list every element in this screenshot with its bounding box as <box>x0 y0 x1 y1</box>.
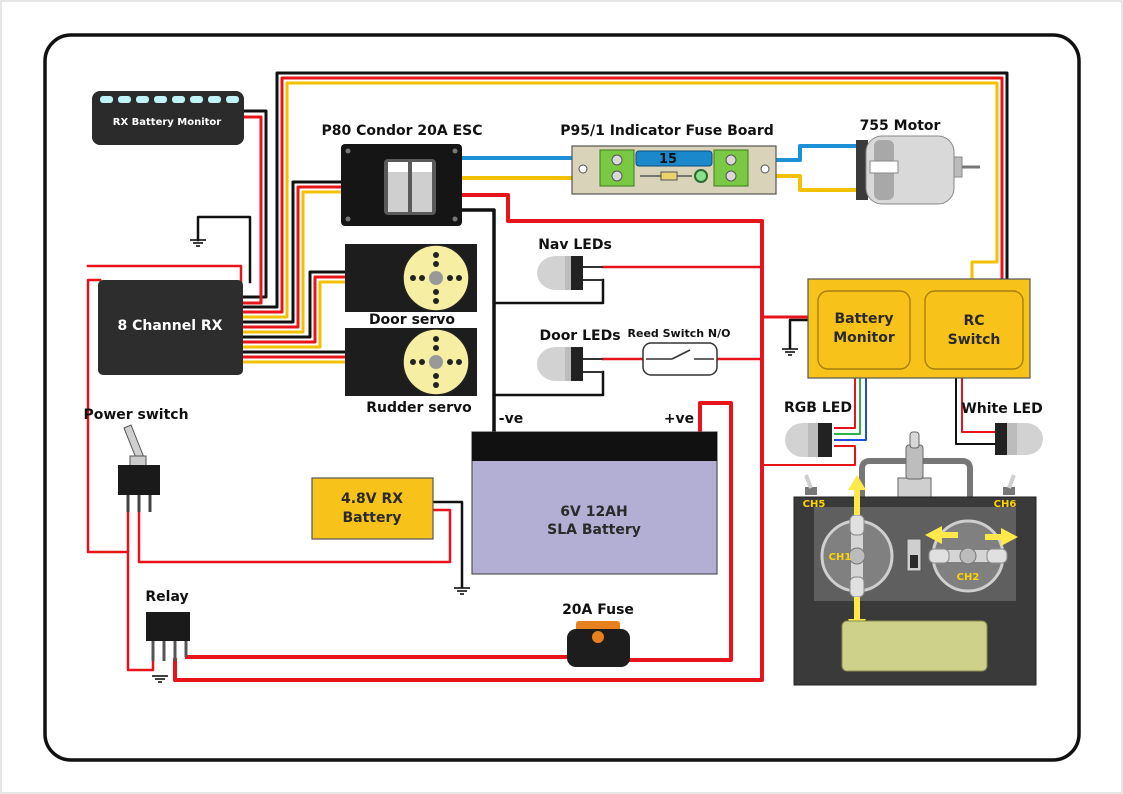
monitor-switch-module: Battery Monitor RC Switch <box>807 278 1031 379</box>
battery-monitor-label-1: Battery <box>834 311 893 327</box>
ground-symbols <box>152 239 798 683</box>
esc-label: P80 Condor 20A ESC <box>321 123 482 139</box>
esc: P80 Condor 20A ESC <box>321 123 483 226</box>
ground-icon <box>454 580 470 595</box>
door-leds: Door LEDs <box>537 328 621 381</box>
rgb-led: RGB LED <box>784 400 852 457</box>
main-fuse: 20A Fuse <box>562 602 634 667</box>
white-led-label: White LED <box>961 401 1042 417</box>
door-servo-label: Door servo <box>369 312 455 328</box>
rc-switch-label-2: Switch <box>948 332 1001 348</box>
ground-icon <box>190 239 206 247</box>
ch2-label: CH2 <box>957 572 980 583</box>
main-fuse-label: 20A Fuse <box>562 602 634 618</box>
reed-switch-label: Reed Switch N/O <box>628 327 731 340</box>
ch6-label: CH6 <box>994 499 1017 510</box>
ch5-label: CH5 <box>803 499 826 510</box>
sla-pos-label: +ve <box>664 411 694 427</box>
rx-battery-monitor: RX Battery Monitor <box>92 91 244 145</box>
battery-monitor-label-2: Monitor <box>833 330 895 346</box>
rc-switch-label-1: RC <box>963 313 984 329</box>
wires <box>86 71 1009 682</box>
nav-leds: Nav LEDs <box>537 237 612 290</box>
indicator-fuse-board: P95/1 Indicator Fuse Board 15 <box>560 123 777 195</box>
sla-battery: -ve +ve 6V 12AH SLA Battery <box>471 411 718 575</box>
rudder-servo-label: Rudder servo <box>366 400 472 416</box>
rx-battery-monitor-label: RX Battery Monitor <box>113 117 222 128</box>
sla-label-2: SLA Battery <box>547 522 641 538</box>
sla-neg-label: -ve <box>499 411 523 427</box>
motor-label: 755 Motor <box>860 118 941 134</box>
power-switch: Power switch <box>83 407 189 512</box>
ch1-label: CH1 <box>829 552 852 563</box>
rx-receiver: 8 Channel RX <box>98 280 243 375</box>
rx-battery: 4.8V RX Battery <box>311 477 434 540</box>
motor: 755 Motor <box>856 118 980 205</box>
rx-label: 8 Channel RX <box>118 318 223 334</box>
white-led: White LED <box>961 401 1043 455</box>
fuse-board-value: 15 <box>659 152 677 167</box>
reed-switch: Reed Switch N/O <box>628 327 731 376</box>
relay: Relay <box>145 589 190 661</box>
nav-leds-label: Nav LEDs <box>538 237 612 253</box>
relay-label: Relay <box>145 589 188 605</box>
sla-label-1: 6V 12AH <box>560 504 627 520</box>
rx-battery-label-2: Battery <box>342 510 401 526</box>
rc-switch-box <box>924 290 1024 370</box>
door-servo: Door servo <box>345 244 477 328</box>
ground-icon <box>782 348 798 356</box>
ground-icon <box>152 675 168 683</box>
fuse-board-label: P95/1 Indicator Fuse Board <box>560 123 774 139</box>
door-leds-label: Door LEDs <box>539 328 620 344</box>
power-switch-label: Power switch <box>83 407 188 423</box>
rx-battery-label-1: 4.8V RX <box>341 491 403 507</box>
battery-monitor-box <box>817 290 911 370</box>
rgb-led-label: RGB LED <box>784 400 852 416</box>
rc-transmitter: CH5 CH6 CH1 CH2 <box>793 431 1037 686</box>
rudder-servo: Rudder servo <box>345 328 477 416</box>
